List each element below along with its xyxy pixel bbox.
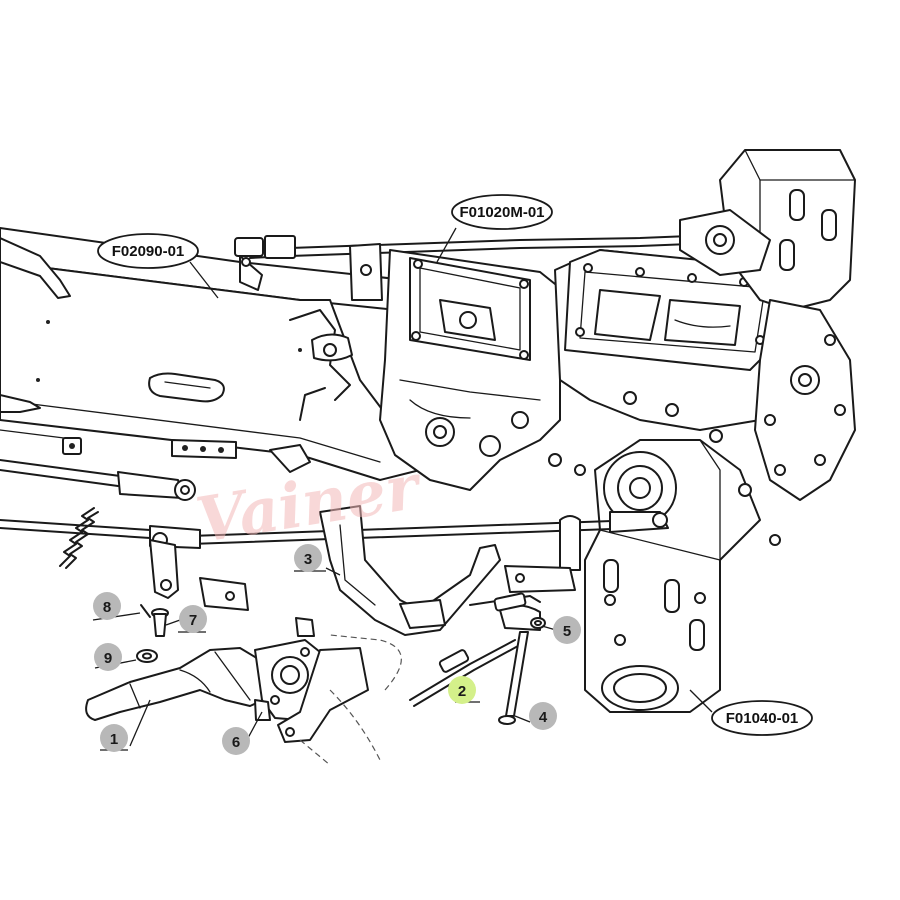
- part-badge-5[interactable]: 5: [541, 616, 581, 644]
- part-badge-2[interactable]: 2: [448, 676, 480, 704]
- part-badge-9[interactable]: 9: [94, 643, 137, 671]
- watermark-text: Vainer: [191, 449, 427, 557]
- callout-f01020m[interactable]: F01020M-01: [436, 194, 553, 263]
- bolt-4: [498, 631, 529, 725]
- part-badge-3[interactable]: 3: [294, 544, 341, 576]
- brake-bracket-3: [319, 505, 576, 636]
- part-badge-1[interactable]: 1: [100, 699, 151, 752]
- part-badge-circle: [553, 616, 581, 644]
- tension-spring: [59, 507, 99, 569]
- callout-label-f01040: F01040-01: [726, 710, 799, 727]
- part-number-9: 9: [104, 650, 112, 667]
- washer-9: [136, 649, 158, 663]
- hand-brake-lever-1: [85, 617, 381, 766]
- part-badge-circle: [529, 702, 557, 730]
- part-badge-circle: [222, 727, 250, 755]
- clevis-pin-7: [151, 608, 169, 637]
- transmission-housing: [379, 249, 801, 491]
- part-number-5: 5: [563, 623, 571, 640]
- part-badge-circle: [448, 676, 476, 704]
- callout-f01040[interactable]: F01040-01: [689, 689, 813, 736]
- part-badge-7[interactable]: 7: [165, 605, 207, 633]
- brake-cable-2: [329, 592, 541, 707]
- part-badge-circle: [100, 724, 128, 752]
- callout-f02090[interactable]: F02090-01: [97, 233, 219, 299]
- brake-rods: [0, 459, 669, 599]
- part-badge-circle: [94, 643, 122, 671]
- part-badge-6[interactable]: 6: [222, 711, 263, 755]
- nut-5: [530, 617, 546, 629]
- part-number-6: 6: [232, 734, 240, 751]
- part-badge-circle: [294, 544, 322, 572]
- callout-label-f02090: F02090-01: [112, 243, 185, 260]
- rear-axle-housing: [584, 439, 781, 713]
- part-badge-circle: [93, 592, 121, 620]
- upper-right-housing: [679, 149, 856, 501]
- part-number-7: 7: [189, 612, 197, 629]
- part-badge-circle: [179, 605, 207, 633]
- part-number-1: 1: [110, 731, 118, 748]
- top-control-rod: [234, 235, 691, 301]
- callout-label-f01020m: F01020M-01: [459, 204, 544, 221]
- part-badge-8[interactable]: 8: [92, 592, 141, 621]
- small-parts: [136, 577, 249, 663]
- cotter-pin-8: [140, 604, 151, 618]
- part-number-4: 4: [539, 709, 548, 726]
- part-number-3: 3: [304, 551, 312, 568]
- part-number-8: 8: [103, 599, 111, 616]
- part-badge-4[interactable]: 4: [514, 702, 557, 730]
- part-number-2: 2: [458, 683, 466, 700]
